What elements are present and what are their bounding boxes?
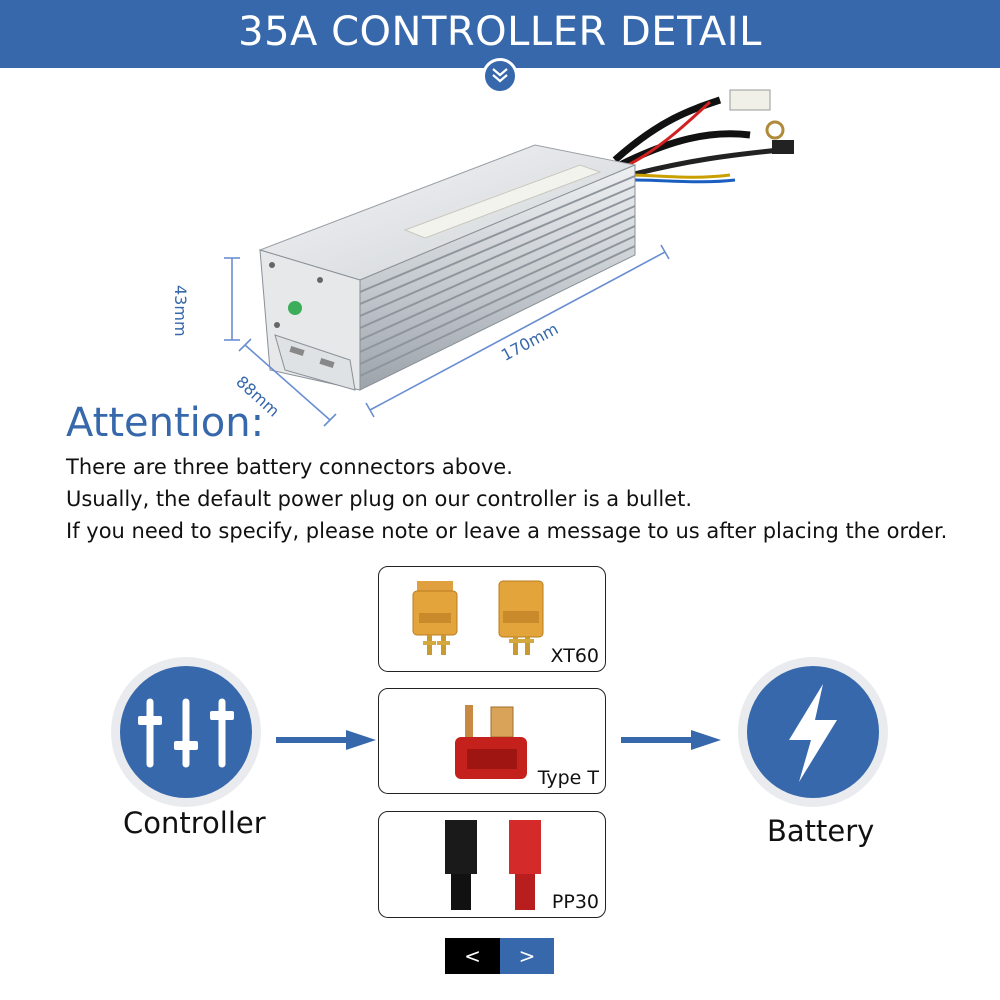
connector-pp30-card: PP30 <box>378 811 606 918</box>
controller-label: Controller <box>123 806 266 840</box>
pager-prev-button[interactable]: < <box>445 938 500 974</box>
lightning-bolt-icon <box>738 657 888 807</box>
pp30-connector-image <box>445 820 541 910</box>
type-t-connector-image <box>455 705 527 779</box>
chevron-down-double-icon <box>482 58 518 94</box>
battery-node <box>737 656 889 812</box>
attention-line-3: If you need to specify, please note or l… <box>66 519 948 543</box>
height-dimension-label: 43mm <box>171 285 190 337</box>
attention-line-2: Usually, the default power plug on our c… <box>66 487 692 511</box>
connector-label-type-t: Type T <box>537 767 599 789</box>
header-banner: 35A CONTROLLER DETAIL <box>0 0 1000 68</box>
connector-label-xt60: XT60 <box>550 645 599 667</box>
xt60-connector-image <box>412 580 544 655</box>
connector-label-pp30: PP30 <box>551 891 599 913</box>
controller-node <box>110 656 262 812</box>
sliders-icon <box>111 657 261 807</box>
attention-line-1: There are three battery connectors above… <box>66 455 513 479</box>
connector-xt60-card: XT60 <box>378 566 606 672</box>
page-title: 35A CONTROLLER DETAIL <box>238 9 762 55</box>
arrow-right-icon <box>621 730 721 750</box>
arrow-right-icon <box>276 730 376 750</box>
connector-type-t-card: Type T <box>378 688 606 794</box>
attention-heading: Attention: <box>66 400 265 446</box>
battery-label: Battery <box>767 814 875 848</box>
controller-product-image: 43mm 88mm 170mm <box>171 80 810 430</box>
pager-next-button[interactable]: > <box>500 938 554 974</box>
